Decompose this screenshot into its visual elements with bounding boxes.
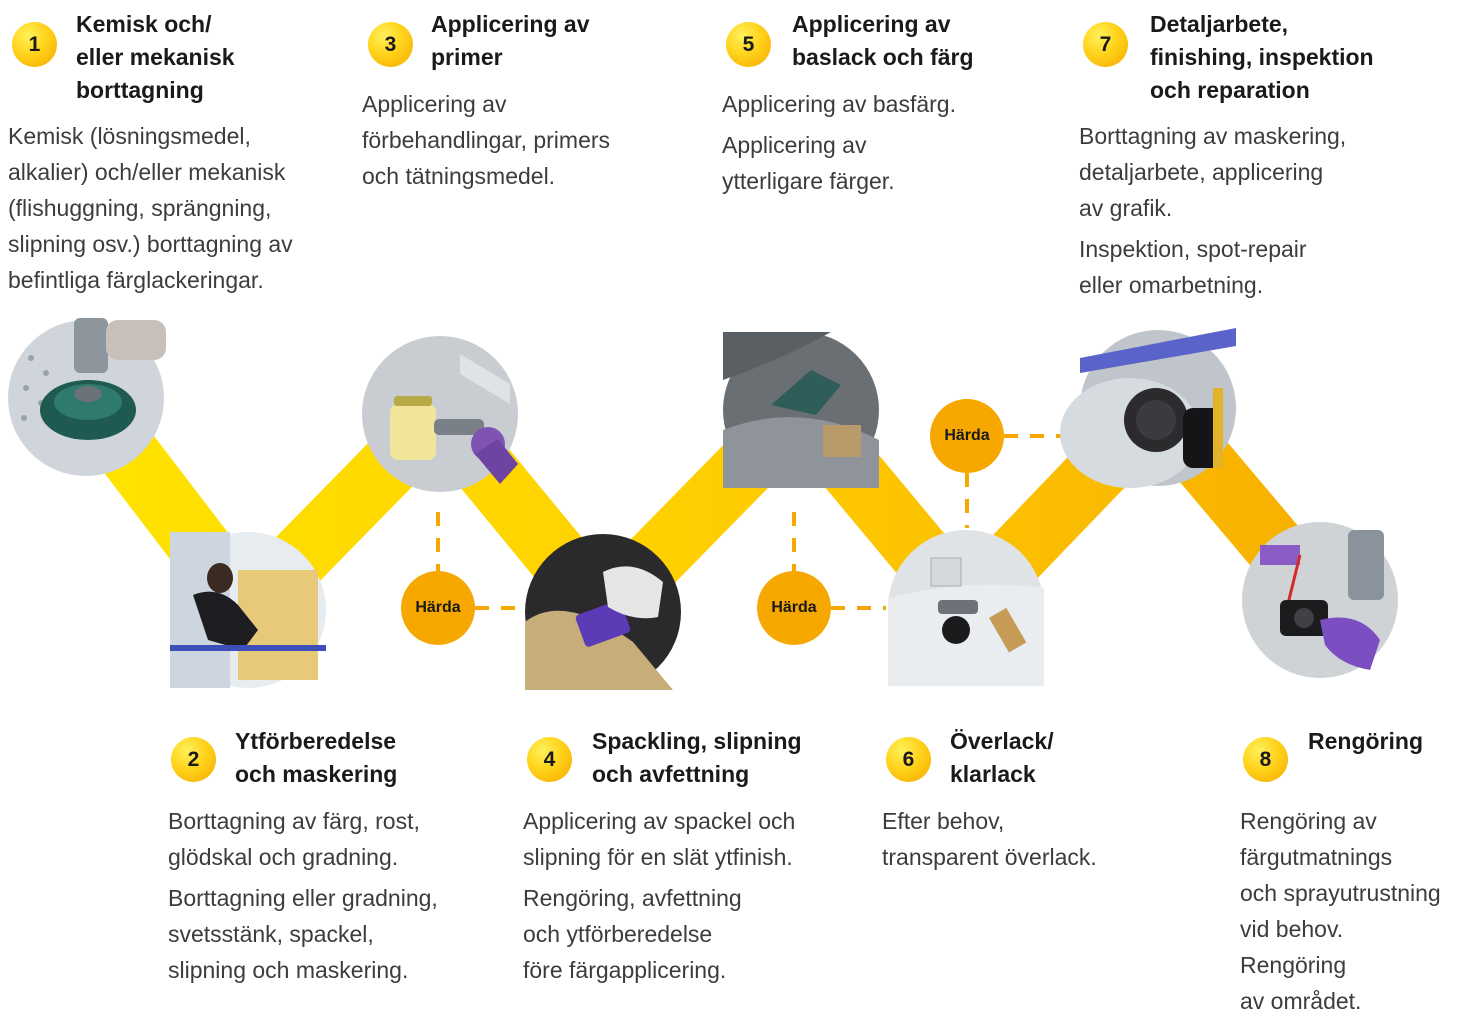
photo-1-grinding-disc: [8, 318, 166, 476]
step-3-description: Applicering av förbehandlingar, primers …: [362, 86, 682, 199]
step-6-title: Överlack/ klarlack: [950, 728, 1054, 787]
photo-4-sanding-block: [525, 534, 681, 690]
step-2-description: Borttagning av färg, rost, glödskal och …: [168, 803, 508, 993]
step-4-number-badge: 4: [527, 737, 572, 782]
step-8-description: Rengöring av färgutmatnings och sprayutr…: [1240, 803, 1472, 1024]
step-8-desc-1: Rengöring av färgutmatnings och sprayutr…: [1240, 808, 1441, 1014]
cure-dashes: [436, 434, 1070, 610]
step-5-number-badge: 5: [726, 22, 771, 67]
photo-2-masking-worker: [170, 532, 326, 688]
cure-marker-2: Härda: [757, 571, 831, 645]
step-2-number-badge: 2: [171, 737, 216, 782]
step-5-desc-2: Applicering av ytterligare färger.: [722, 132, 895, 194]
step-6-description: Efter behov, transparent överlack.: [882, 803, 1202, 880]
step-4-desc-2: Rengöring, avfettning och ytförberedelse…: [523, 885, 742, 983]
step-1-description: Kemisk (lösningsmedel, alkalier) och/ell…: [8, 118, 348, 303]
step-4-title: Spackling, slipning och avfettning: [592, 728, 802, 787]
step-1-number-badge: 1: [12, 22, 57, 67]
photo-3-spray-gun: [362, 336, 518, 492]
step-7-description: Borttagning av maskering, detaljarbete, …: [1079, 118, 1439, 308]
step-6-number-badge: 6: [886, 737, 931, 782]
step-5-title: Applicering av baslack och färg: [792, 11, 974, 70]
step-5-desc-1: Applicering av basfärg.: [722, 91, 956, 117]
step-1-title: Kemisk och/ eller mekanisk borttagning: [76, 11, 235, 103]
step-7-desc-1: Borttagning av maskering, detaljarbete, …: [1079, 123, 1347, 221]
step-7-desc-2: Inspektion, spot-repair eller omarbetnin…: [1079, 236, 1307, 298]
step-3-number-badge: 3: [368, 22, 413, 67]
photo-5-paint-booth: [723, 332, 879, 488]
step-3-title: Applicering av primer: [431, 11, 590, 70]
process-diagram: [8, 318, 1398, 690]
step-2-title: Ytförberedelse och maskering: [235, 728, 398, 787]
step-6-desc-1: Efter behov, transparent överlack.: [882, 808, 1097, 870]
photo-8-cleaning-gun: [1242, 522, 1398, 678]
step-4-desc-1: Applicering av spackel och slipning för …: [523, 808, 796, 870]
cure-marker-3: Härda: [930, 399, 1004, 473]
step-8-title: Rengöring: [1308, 728, 1423, 754]
cure-marker-1: Härda: [401, 571, 475, 645]
step-7-title: Detaljarbete, finishing, inspektion och …: [1150, 11, 1374, 103]
step-2-desc-2: Borttagning eller gradning, svetsstänk, …: [168, 885, 438, 983]
step-3-desc-1: Applicering av förbehandlingar, primers …: [362, 91, 611, 189]
photo-6-clearcoat-spray: [888, 530, 1044, 686]
step-2-desc-1: Borttagning av färg, rost, glödskal och …: [168, 808, 420, 870]
step-4-description: Applicering av spackel och slipning för …: [523, 803, 863, 993]
step-7-number-badge: 7: [1083, 22, 1128, 67]
step-8-number-badge: 8: [1243, 737, 1288, 782]
photo-7-polishing-pad: [1060, 328, 1236, 488]
step-1-desc-1: Kemisk (lösningsmedel, alkalier) och/ell…: [8, 123, 293, 293]
step-5-description: Applicering av basfärg. Applicering av y…: [722, 86, 1042, 204]
